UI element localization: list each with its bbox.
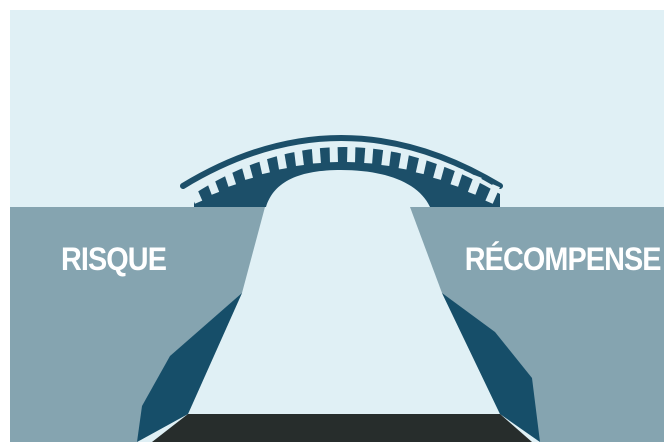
risk-reward-bridge-diagram: RISQUE RÉCOMPENSE — [10, 10, 664, 442]
bridge-slat-gap — [347, 144, 355, 162]
bridge-slat-gap — [330, 144, 338, 162]
risk-label: RISQUE — [61, 239, 166, 279]
bridge-slat-gap — [364, 145, 373, 164]
ground-strip — [152, 414, 532, 442]
reward-label: RÉCOMPENSE — [465, 239, 661, 279]
bridge-slat-gap — [312, 145, 321, 164]
